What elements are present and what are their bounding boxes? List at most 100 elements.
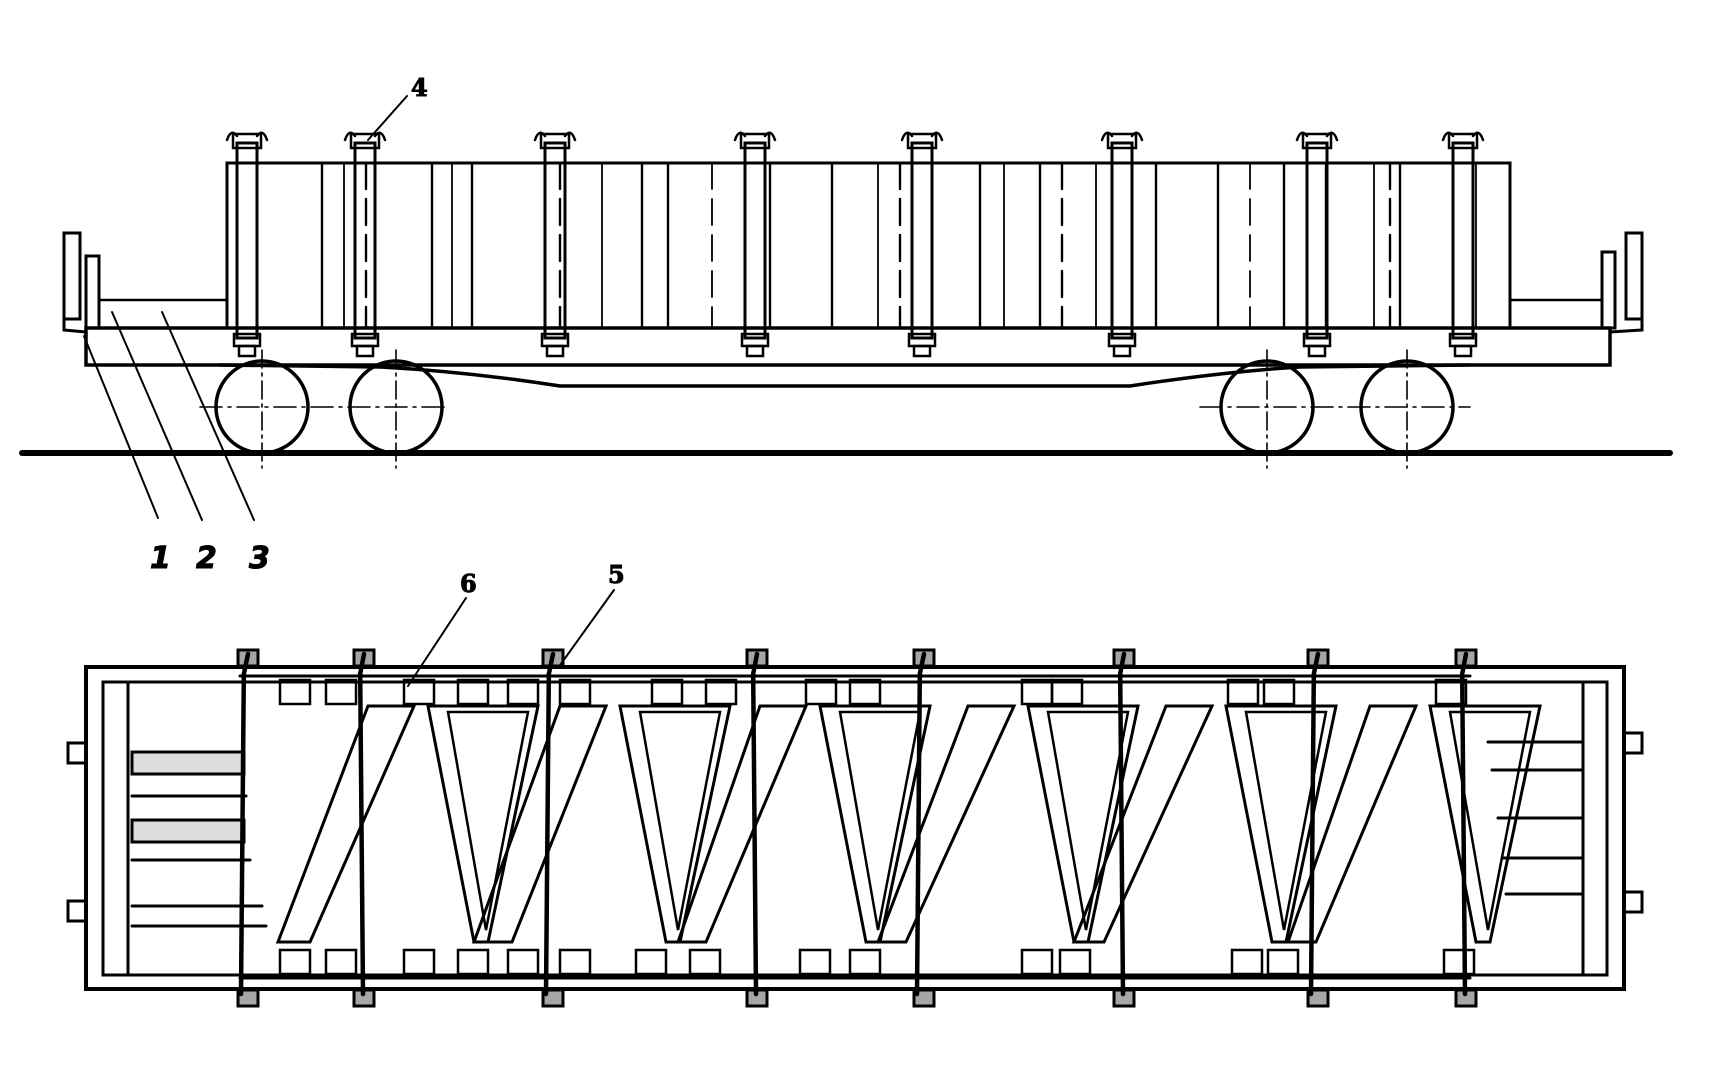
trapezoid-bracing (275, 704, 1542, 944)
callout-1: 1 (150, 541, 171, 576)
stanchion-bolt (1112, 344, 1132, 358)
coupler-right-lower (1622, 890, 1644, 914)
frame-inner (101, 680, 1609, 977)
coupler-right-upper (1622, 731, 1644, 755)
stanchion-wire-loop (1295, 131, 1339, 142)
callout-6: 6 (460, 569, 477, 598)
end-hook-left (62, 317, 88, 334)
side-view: 1 2 3 4 (19, 73, 1673, 577)
stanchion-cap (539, 132, 571, 150)
rope-anchor-top (541, 648, 565, 668)
stanchion-bolt (745, 344, 765, 358)
stake-pocket (558, 948, 592, 976)
end-stake-right-inner (1600, 250, 1617, 330)
end-boards-right (1486, 740, 1585, 896)
rope-anchor-bottom (236, 988, 260, 1008)
leader-4 (367, 95, 408, 141)
brace-opening (446, 710, 530, 931)
rope-anchor-top (1306, 648, 1330, 668)
stake-pocket (324, 948, 358, 976)
brace-opening (1046, 710, 1130, 931)
stake-pocket (1230, 948, 1264, 976)
stake-pocket (688, 948, 722, 976)
stanchion-wire-loop (733, 131, 777, 142)
stanchion (743, 141, 767, 340)
callout-3: 3 (249, 541, 270, 576)
tie-down-rope (543, 651, 556, 997)
stake-pocket (278, 948, 312, 976)
tie-down-rope (1459, 651, 1469, 997)
brace-trapezoid-down (1224, 704, 1338, 944)
leader-5 (557, 589, 615, 669)
rope-anchor-bottom (912, 988, 936, 1008)
stanchion-cap (231, 132, 263, 150)
stake-pocket (456, 678, 490, 706)
stake-pocket (402, 948, 436, 976)
stake-pocket (506, 678, 540, 706)
underframe-beam (218, 363, 1472, 388)
stake-pocket (798, 948, 832, 976)
stake-pocket (650, 678, 684, 706)
stanchion (1110, 141, 1134, 340)
stake-pocket (402, 678, 436, 706)
end-stake-right-outer (1624, 231, 1644, 321)
stanchion-cap (1106, 132, 1138, 150)
stake-pocket (634, 948, 668, 976)
tie-down-ropes (236, 648, 1478, 1008)
stanchion-bolt (545, 344, 565, 358)
stake-pocket (1050, 678, 1084, 706)
rope-anchor-bottom (541, 988, 565, 1008)
tie-down-rope (914, 651, 927, 997)
brace-opening (1244, 710, 1328, 931)
rope-anchor-top (745, 648, 769, 668)
rope-anchor-top (1454, 648, 1478, 668)
stake-pocket (848, 678, 882, 706)
rope-anchor-bottom (1112, 988, 1136, 1008)
stake-pocket (1020, 948, 1054, 976)
leader-6 (407, 597, 467, 687)
frame-outer (84, 665, 1626, 991)
callout-4: 4 (411, 73, 428, 102)
stanchion-cap (1447, 132, 1479, 150)
tie-down-rope (238, 651, 251, 997)
cargo-panel-lines (320, 161, 1477, 330)
stake-pocket (1058, 948, 1092, 976)
end-boards-left (130, 750, 268, 928)
rope-anchor-top (912, 648, 936, 668)
stake-pocket (278, 678, 312, 706)
rope-anchor-bottom (352, 988, 376, 1008)
tie-down-rope (750, 651, 760, 997)
rope-anchor-bottom (1306, 988, 1330, 1008)
stanchion-cap (1301, 132, 1333, 150)
brace-trapezoid-up (1071, 704, 1215, 944)
stanchion (543, 141, 567, 340)
rope-anchor-top (236, 648, 260, 668)
leader-2 (111, 311, 203, 521)
coupler-left-lower (66, 899, 88, 923)
stanchion-cap (906, 132, 938, 150)
stake-pocket (704, 678, 738, 706)
stake-pocket (848, 948, 882, 976)
tie-down-rope (1308, 651, 1321, 997)
tie-down-rope (357, 651, 367, 997)
brace-trapezoid-up (875, 704, 1017, 944)
stanchion-bolt (1307, 344, 1327, 358)
stanchion (1451, 141, 1475, 340)
stake-pocket (1226, 678, 1260, 706)
stake-pocket (1434, 678, 1468, 706)
stanchion (235, 141, 259, 340)
side-stanchions (225, 131, 1485, 358)
brace-opening (838, 710, 922, 931)
brace-opening (638, 710, 722, 931)
end-stake-left-inner (84, 254, 101, 330)
stanchion-bolt (912, 344, 932, 358)
brace-trapezoid-down (1428, 704, 1542, 944)
stake-pocket (558, 678, 592, 706)
rope-anchor-top (352, 648, 376, 668)
stake-pocket (1020, 678, 1054, 706)
brace-trapezoid-up (1285, 704, 1419, 944)
stake-pocket (456, 948, 490, 976)
callout-2: 2 (196, 541, 217, 576)
